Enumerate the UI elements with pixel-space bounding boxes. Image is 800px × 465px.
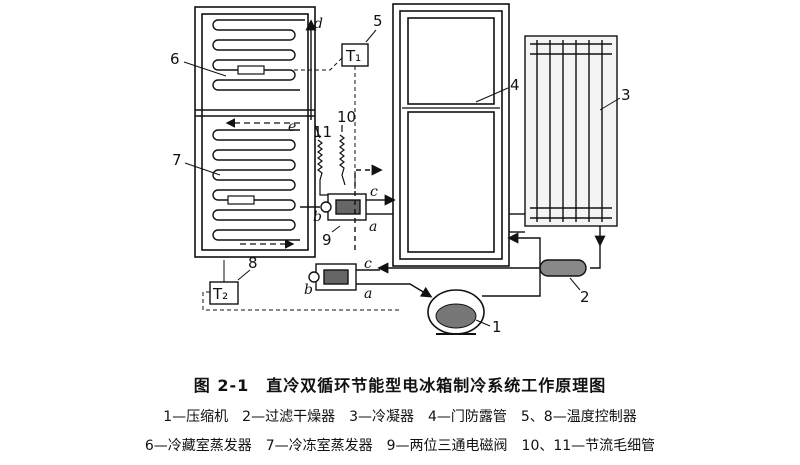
label-8: 8 [248, 254, 258, 272]
filter-drier-2 [377, 244, 601, 277]
valve-bot-a: a [364, 286, 372, 302]
label-e: e [288, 119, 296, 135]
label-9: 9 [322, 231, 332, 249]
connecting-pipes [354, 164, 541, 298]
refrigeration-diagram: d e T₁ 5 11 10 b c a 9 b c a [170, 3, 631, 336]
capillary-tubes [314, 124, 346, 196]
label-1: 1 [492, 318, 502, 336]
figure-title: 图 2-1 直冷双循环节能型电冰箱制冷系统工作原理图 [193, 376, 607, 395]
solenoid-valve-bottom [308, 263, 380, 291]
condenser-3 [524, 35, 618, 247]
fridge-sensor-bulb [237, 65, 265, 75]
compressor-1 [427, 289, 485, 335]
valve-top-c: c [370, 184, 378, 200]
valve-bot-b: b [304, 282, 313, 298]
label-2: 2 [580, 288, 590, 306]
label-5: 5 [373, 12, 383, 30]
valve-bot-c: c [364, 256, 372, 272]
freezer-sensor-bulb [227, 195, 255, 205]
solenoid-valve-top [300, 193, 380, 221]
label-6: 6 [170, 50, 180, 68]
thermostat-t2: T₂ [202, 260, 400, 311]
label-d: d [314, 16, 323, 32]
t1-label: T₁ [345, 47, 361, 65]
label-10: 10 [337, 108, 356, 126]
valve-top-a: a [369, 219, 377, 235]
valve-top-b: b [313, 209, 322, 225]
label-3: 3 [621, 86, 631, 104]
door-cabinet [392, 3, 510, 267]
label-7: 7 [172, 151, 182, 169]
cabinet-flow-arrows [225, 118, 300, 249]
legend-line-2: 6—冷藏室蒸发器 7—冷冻室蒸发器 9—两位三通电磁阀 10、11—节流毛细管 [144, 438, 656, 454]
freezer-evaporator-7 [212, 129, 300, 241]
label-4: 4 [510, 76, 520, 94]
label-11: 11 [313, 123, 332, 141]
t2-label: T₂ [212, 285, 228, 303]
legend-line-1: 1—压缩机 2—过滤干燥器 3—冷凝器 4—门防露管 5、8—温度控制器 [163, 409, 637, 425]
fridge-evaporator-6 [212, 19, 305, 91]
fridge-cabinet [194, 6, 316, 258]
